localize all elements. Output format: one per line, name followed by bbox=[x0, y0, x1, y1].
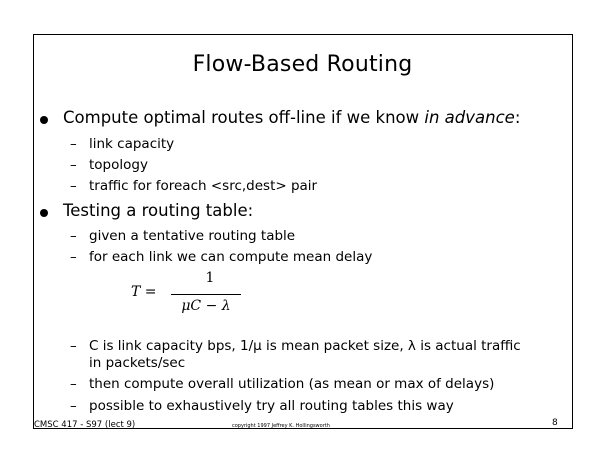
sub-item-topology: topology bbox=[89, 157, 148, 173]
dash: – bbox=[70, 249, 77, 265]
sub-item-exhaustive: possible to exhaustively try all routing… bbox=[89, 398, 454, 414]
page-number: 8 bbox=[552, 418, 558, 428]
sub-item-traffic: traffic for foreach <src,dest> pair bbox=[89, 178, 318, 194]
formula-denominator: μC − λ bbox=[181, 298, 231, 314]
dash: – bbox=[70, 136, 77, 152]
bullet-dot-2 bbox=[40, 209, 48, 217]
dash: – bbox=[70, 398, 77, 414]
dash: – bbox=[70, 178, 77, 194]
dash: – bbox=[70, 338, 77, 354]
footer-course: CMSC 417 - S97 (lect 9) bbox=[34, 420, 136, 430]
bullet-1-prefix: Compute optimal routes off-line if we kn… bbox=[63, 108, 425, 127]
sub-item-utilization: then compute overall utilization (as mea… bbox=[89, 376, 495, 392]
formula-lhs: T = bbox=[131, 284, 157, 300]
sub-item-capacity-explanation: C is link capacity bps, 1/μ is mean pack… bbox=[89, 338, 521, 354]
sub-item-mean-delay: for each link we can compute mean delay bbox=[89, 249, 373, 265]
slide-title: Flow-Based Routing bbox=[192, 52, 413, 77]
dash: – bbox=[70, 376, 77, 392]
footer-copyright: copyright 1997 Jeffrey K. Hollingsworth bbox=[232, 423, 330, 429]
sub-item-capacity-explanation-cont: in packets/sec bbox=[89, 355, 186, 371]
bullet-2-text: Testing a routing table: bbox=[63, 201, 254, 220]
slide-frame bbox=[33, 34, 573, 429]
dash: – bbox=[70, 228, 77, 244]
fraction-bar bbox=[171, 294, 241, 295]
sub-item-tentative-table: given a tentative routing table bbox=[89, 228, 296, 244]
bullet-1-text: Compute optimal routes off-line if we kn… bbox=[63, 108, 520, 127]
sub-item-link-capacity: link capacity bbox=[89, 136, 175, 152]
formula-numerator: 1 bbox=[205, 270, 215, 286]
bullet-1-suffix: : bbox=[514, 108, 521, 127]
bullet-1-emph: in advance bbox=[424, 108, 515, 127]
bullet-dot-1 bbox=[40, 116, 48, 124]
dash: – bbox=[70, 157, 77, 173]
